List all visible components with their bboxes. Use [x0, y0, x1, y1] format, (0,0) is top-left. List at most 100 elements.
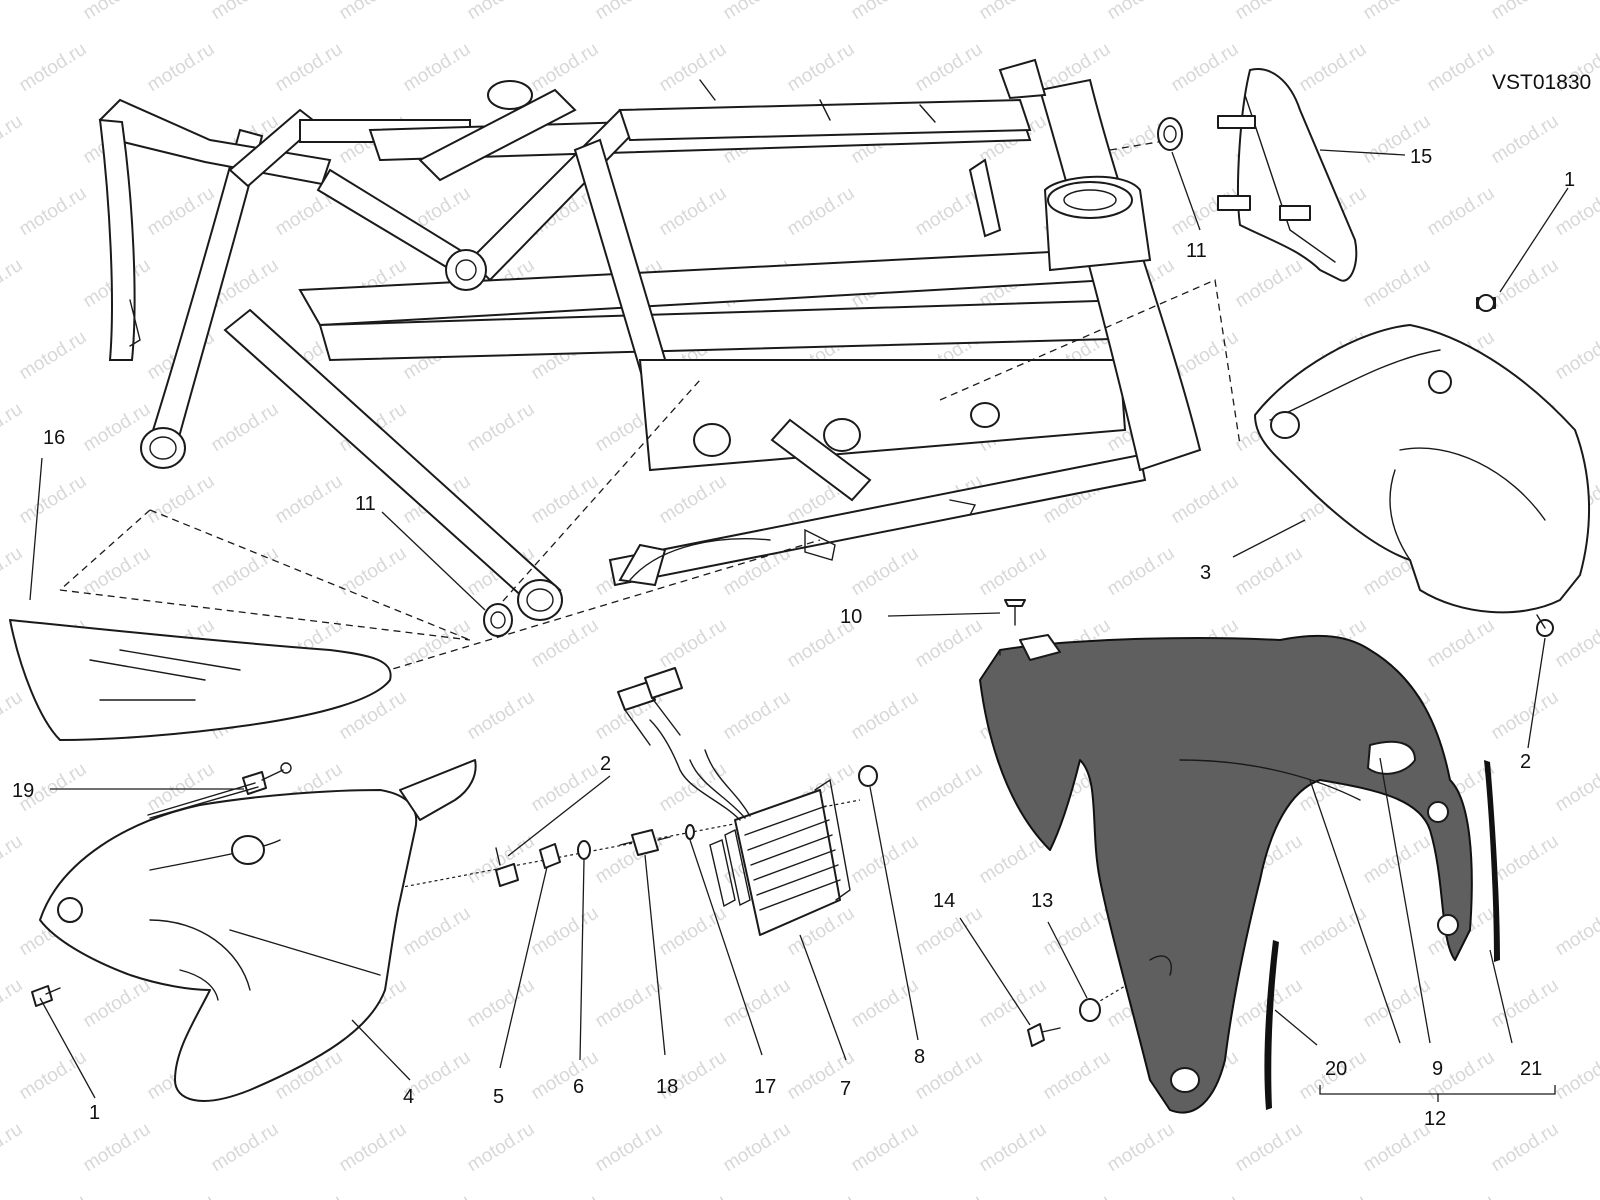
- watermark-text: motod.ru: [0, 975, 26, 1033]
- watermark-text: motod.ru: [912, 39, 987, 97]
- watermark-text: motod.ru: [16, 1047, 91, 1105]
- callout-6: 6: [573, 1076, 584, 1098]
- watermark-text: motod.ru: [1424, 39, 1499, 97]
- part-1-screw-bottom: [31, 985, 61, 1007]
- watermark-text: motod.ru: [1424, 1191, 1499, 1200]
- leader-lines: [29, 149, 1569, 1102]
- part-18-spacer: [619, 829, 671, 856]
- watermark-text: motod.ru: [336, 1119, 411, 1177]
- part-10-screw: [1004, 599, 1026, 626]
- watermark-text: motod.ru: [528, 903, 603, 961]
- watermark-text: motod.ru: [272, 471, 347, 529]
- watermark-text: motod.ru: [528, 39, 603, 97]
- watermark-text: motod.ru: [16, 327, 91, 385]
- part-3-fairing: [1254, 324, 1591, 614]
- callout-17: 17: [754, 1076, 776, 1098]
- watermark-text: motod.ru: [1040, 1191, 1115, 1200]
- callout-11-left: 11: [355, 493, 376, 515]
- watermark-text: motod.ru: [0, 1119, 26, 1177]
- part-5-nut: [539, 843, 561, 869]
- watermark-text: motod.ru: [208, 0, 283, 24]
- part-15-bracket: [1217, 68, 1358, 282]
- watermark-text: motod.ru: [1488, 1119, 1563, 1177]
- callout-11-top: 11: [1186, 240, 1207, 262]
- watermark-text: motod.ru: [784, 1191, 859, 1200]
- callout-10: 10: [840, 606, 862, 628]
- callout-9: 9: [1432, 1058, 1443, 1080]
- callout-16: 16: [43, 427, 65, 449]
- watermark-text: motod.ru: [976, 1119, 1051, 1177]
- watermark-text: motod.ru: [720, 1119, 795, 1177]
- watermark-text: motod.ru: [1232, 1119, 1307, 1177]
- watermark-text: motod.ru: [848, 687, 923, 745]
- part-16-side-panel: [9, 619, 392, 741]
- callout-8: 8: [914, 1046, 925, 1068]
- watermark-text: motod.ru: [1296, 39, 1371, 97]
- callout-7: 7: [840, 1078, 851, 1100]
- watermark-text: motod.ru: [80, 975, 155, 1033]
- watermark-text: motod.ru: [720, 0, 795, 24]
- watermark-text: motod.ru: [528, 759, 603, 817]
- watermark-text: motod.ru: [976, 0, 1051, 24]
- watermark-text: motod.ru: [1104, 0, 1179, 24]
- watermark-text: motod.ru: [528, 615, 603, 673]
- watermark-text: motod.ru: [720, 975, 795, 1033]
- watermark-text: motod.ru: [848, 0, 923, 24]
- watermark-text: motod.ru: [144, 1191, 219, 1200]
- watermark-text: motod.ru: [1104, 1119, 1179, 1177]
- callout-15: 15: [1410, 146, 1432, 168]
- watermark-text: motod.ru: [1232, 0, 1307, 24]
- watermark-text: motod.ru: [848, 1119, 923, 1177]
- watermark-text: motod.ru: [464, 0, 539, 24]
- watermark-text: motod.ru: [912, 759, 987, 817]
- watermark-text: motod.ru: [784, 183, 859, 241]
- watermark-text: motod.ru: [144, 471, 219, 529]
- watermark-text: motod.ru: [0, 111, 26, 169]
- watermark-text: motod.ru: [656, 903, 731, 961]
- watermark-text: motod.ru: [656, 39, 731, 97]
- watermark-text: motod.ru: [1552, 903, 1600, 961]
- watermark-text: motod.ru: [592, 975, 667, 1033]
- watermark-text: motod.ru: [80, 1119, 155, 1177]
- callout-2-right: 2: [1520, 751, 1531, 773]
- watermark-text: motod.ru: [1040, 1047, 1115, 1105]
- part-17-washer: [685, 824, 695, 840]
- watermark-text: motod.ru: [0, 543, 26, 601]
- watermark-text: motod.ru: [1488, 111, 1563, 169]
- watermark-text: motod.ru: [1488, 0, 1563, 24]
- watermark-text: motod.ru: [1232, 255, 1307, 313]
- watermark-text: motod.ru: [848, 831, 923, 889]
- watermark-text: motod.ru: [144, 39, 219, 97]
- watermark-text: motod.ru: [0, 399, 26, 457]
- part-21-strip: [1484, 760, 1500, 962]
- part-2-screw-mid: [495, 847, 519, 887]
- callout-2-mid: 2: [600, 753, 611, 775]
- watermark-text: motod.ru: [528, 1191, 603, 1200]
- watermark-text: motod.ru: [80, 0, 155, 24]
- watermark-text: motod.ru: [592, 0, 667, 24]
- watermark-text: motod.ru: [464, 687, 539, 745]
- watermark-text: motod.ru: [16, 471, 91, 529]
- part-8-grommet: [858, 765, 878, 787]
- watermark-text: motod.ru: [1424, 615, 1499, 673]
- watermark-text: motod.ru: [1488, 255, 1563, 313]
- watermark-text: motod.ru: [16, 39, 91, 97]
- watermark-text: motod.ru: [1488, 687, 1563, 745]
- watermark-text: motod.ru: [464, 1119, 539, 1177]
- watermark-text: motod.ru: [720, 687, 795, 745]
- watermark-text: motod.ru: [1488, 831, 1563, 889]
- part-12-side-fairing: [979, 634, 1473, 1114]
- watermark-text: motod.ru: [208, 399, 283, 457]
- watermark-text: motod.ru: [1552, 1047, 1600, 1105]
- part-20-strip: [1264, 940, 1279, 1110]
- callout-labels: VST01830 1 15 11 16 11 3 10 2 19 2 14 13…: [12, 71, 1591, 1130]
- watermark-text: motod.ru: [848, 543, 923, 601]
- callout-5: 5: [493, 1086, 504, 1108]
- watermark-text: motod.ru: [1424, 183, 1499, 241]
- watermark-text: motod.ru: [1552, 1191, 1600, 1200]
- part-6-washer: [577, 840, 591, 860]
- watermark-text: motod.ru: [272, 1191, 347, 1200]
- watermark-text: motod.ru: [464, 975, 539, 1033]
- watermark-text: motod.ru: [208, 543, 283, 601]
